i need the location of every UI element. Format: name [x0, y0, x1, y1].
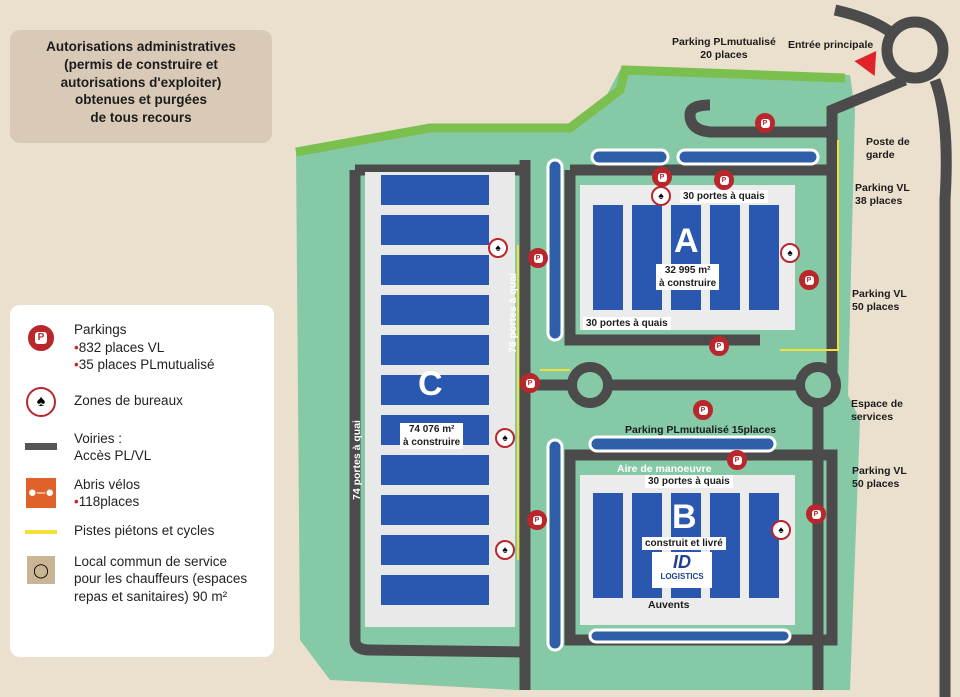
legend-item: 35 places PLmutualisé [74, 356, 215, 374]
legend-label: pour les chauffeurs (espaces [74, 571, 248, 587]
legend-label: Accès PL/VL [74, 448, 152, 464]
building-c-letter: C [418, 365, 443, 403]
building-b-docks: 30 portes à quais [645, 475, 733, 488]
roof-panel [381, 455, 489, 485]
note-line: (permis de construire et [64, 56, 218, 72]
dining-icon: ◯ [27, 555, 55, 584]
legend-label: Zones de bureaux [74, 392, 183, 408]
legend-label: Local commun de service [74, 553, 228, 569]
parking-marker: P [806, 504, 826, 524]
note-line: autorisations d'exploiter) [60, 74, 222, 90]
hedge [295, 65, 846, 157]
parking-marker: P [709, 336, 729, 356]
building-a-docks-top: 30 portes à quais [680, 190, 768, 203]
parking-marker: P [527, 510, 547, 530]
building-a-docks-bottom: 30 portes à quais [583, 317, 671, 330]
roof-panel [593, 493, 623, 598]
road-line-icon [25, 443, 57, 451]
roof-panel [381, 175, 489, 205]
parking-marker: P [528, 248, 548, 268]
legend-label: Abris vélos [74, 476, 141, 492]
entrance-label: Entrée principale [788, 39, 874, 51]
building-b-status: construit et livré [642, 537, 726, 550]
legend-offices: ♠ Zones de bureaux [24, 385, 274, 419]
legend-bikes: ●–● Abris vélos118places [24, 476, 274, 511]
legend-label: Parkings [74, 322, 127, 337]
parking-marker: P [693, 400, 713, 420]
parking-marker: P [755, 113, 775, 133]
legend-parkings: P Parkings 832 places VL 35 places PLmut… [24, 321, 274, 374]
roof-panel [381, 575, 489, 605]
roof-panel [381, 255, 489, 285]
roof-panel [381, 215, 489, 245]
legend-service: ◯ Local commun de service pour les chauff… [24, 553, 274, 606]
parking-icon: P [28, 325, 54, 351]
note-line: de tous recours [90, 110, 192, 126]
roof-panel [749, 493, 779, 598]
parking-marker: P [652, 167, 672, 187]
parking-marker: P [520, 373, 540, 393]
legend-paths: Pistes piétons et cycles [24, 522, 274, 542]
legend-label: Voiries : [74, 430, 123, 446]
office-marker: ♠ [488, 238, 508, 258]
roof-panel [381, 375, 489, 405]
office-marker: ♠ [771, 520, 791, 540]
parking-marker: P [799, 270, 819, 290]
roof-panel [593, 205, 623, 310]
legend-item: 832 places VL [74, 339, 215, 357]
office-marker: ♠ [495, 540, 515, 560]
building-c-docks-left: 74 portes à quai [351, 420, 363, 500]
roof-panel [671, 205, 701, 310]
office-marker: ♠ [495, 428, 515, 448]
water-basins [546, 148, 820, 652]
legend: P Parkings 832 places VL 35 places PLmut… [10, 305, 274, 657]
legend-item: 118places [74, 493, 140, 511]
roof-panel [632, 205, 662, 310]
building-a-letter: A [674, 222, 699, 260]
parking-marker: P [727, 450, 747, 470]
roof-panel [381, 295, 489, 325]
permits-note: Autorisations administratives (permis de… [10, 30, 272, 143]
roundabout-west [567, 362, 613, 408]
bicycle-icon: ●–● [26, 477, 56, 508]
roof-panel [381, 495, 489, 525]
parking-pl-mid-label: Parking PLmutualisé 15places [625, 424, 777, 436]
parking-marker: P [714, 170, 734, 190]
legend-roads: Voiries : Accès PL/VL [24, 430, 274, 465]
roundabout-east [795, 362, 841, 408]
awnings-label: Auvents [648, 599, 690, 611]
legend-label: Pistes piétons et cycles [74, 522, 215, 538]
roundabout-main [881, 16, 949, 84]
roof-panel [710, 205, 740, 310]
building-b-letter: B [672, 498, 697, 536]
roof-panel [381, 335, 489, 365]
note-line: obtenues et purgées [74, 92, 208, 108]
roof-panel [749, 205, 779, 310]
office-chair-icon: ♠ [26, 386, 56, 417]
legend-label: repas et sanitaires) 90 m² [74, 588, 228, 604]
maneuver-area-label: Aire de manoeuvre [617, 463, 712, 475]
building-c-docks-right: 76 portes à quai [507, 273, 519, 353]
pedestrian-paths [517, 140, 839, 560]
office-marker: ♠ [780, 243, 800, 263]
office-marker: ♠ [651, 186, 671, 206]
note-line: Autorisations administratives [46, 39, 236, 54]
yellow-line-icon [25, 529, 57, 534]
roof-panel [381, 535, 489, 565]
